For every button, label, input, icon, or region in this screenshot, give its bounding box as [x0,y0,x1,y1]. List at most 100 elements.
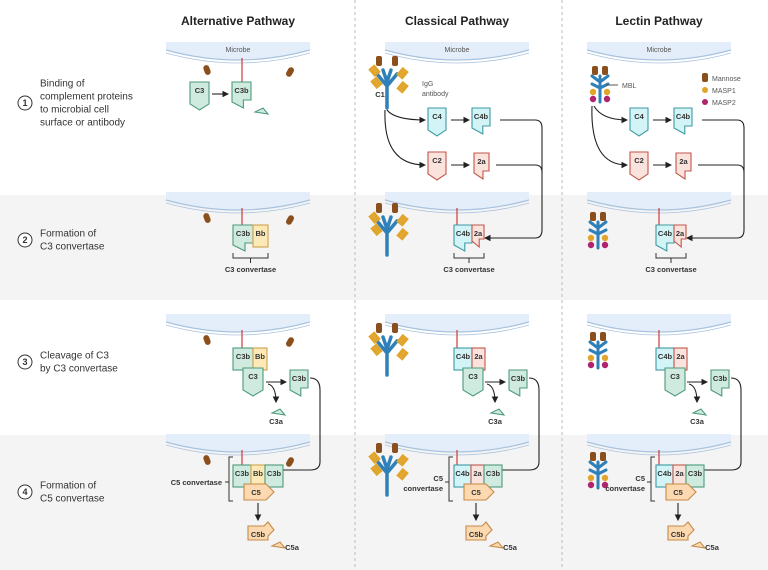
arrow [486,383,499,404]
protein-label: Bb [256,229,266,238]
convertase-bracket: C3 convertase [645,253,697,274]
legend-label: MASP1 [712,88,736,95]
protein-label: C4b [456,352,471,361]
step-number: 3 [22,357,27,367]
c3-convertase-label: C3 convertase [443,265,494,274]
step-number-circle [17,354,33,370]
protein-label: C4b [456,229,471,238]
protein-label: C2 [432,156,442,165]
legend-swatch [702,99,708,105]
protein-label: C5b [671,530,686,539]
c4b-protein: C4b [673,107,693,135]
protein-label: C3b [713,374,728,383]
c5a-label: C5a [705,543,720,552]
microbe-membrane: Microbe [165,42,311,64]
c2a-protein: 2a [473,152,490,181]
c5-convertase-bracket [225,456,233,502]
mannose-icon [203,65,211,75]
c3b-added: C3b [483,464,503,488]
step-text: Cleavage of C3 [40,351,109,362]
arrow [591,105,629,169]
protein-label: C2 [634,156,644,165]
protein-label: C3 [195,86,205,95]
c2a-in-convertase: 2a [471,224,485,249]
c2a-in-convertase: 2a [673,224,687,249]
protein-label: C3b [267,469,282,478]
protein-label: 2a [474,229,483,238]
c5a-label: C5a [503,543,518,552]
c3a-fragment [489,408,506,416]
c5b-protein: C5b [247,521,275,541]
c5a-fragment [690,541,707,549]
step-number-circle [17,232,33,248]
mannose-icon [203,335,211,345]
c2a-in-convertase: 2a [673,347,688,371]
arrow [688,383,701,404]
step-text: by C3 convertase [40,364,118,375]
protein-label: C3 [670,372,680,381]
microbe-membrane: Microbe [384,42,530,64]
step-number-circle [17,95,33,111]
c3b-added: C3b [264,464,284,488]
mbl-icon [589,66,611,104]
microbe-membrane: Microbe [586,42,732,64]
protein-label: C5 [471,488,481,497]
mannose-icon [286,337,294,347]
c2a-protein: 2a [675,152,692,181]
mbl-label: MBL [622,83,637,90]
c3-substrate: C3 [664,367,686,397]
step-text: C5 convertase [40,494,105,505]
protein-label: C3b [236,352,251,361]
c3b-added: C3b [685,464,705,488]
legend-swatch [702,87,708,93]
protein-label: 2a [676,352,685,361]
protein-label: C4 [432,112,442,121]
c5a-label: C5a [285,543,300,552]
c3b-released: C3b [710,369,730,397]
microbe-label: Microbe [226,47,251,54]
c4b-in-convertase: C4b [453,464,472,488]
c5-protein: C5 [463,483,495,501]
convertase-bracket: C3 convertase [443,253,495,274]
c4-protein: C4 [427,107,447,137]
c1-igg-antibody-icon [368,443,409,497]
igg-label: antibody [422,91,449,98]
protein-label: C3b [234,86,249,95]
c5-convertase-bracket [445,456,453,502]
c5-protein: C5 [243,483,275,501]
microbe-membrane [165,192,311,214]
c5b-protein: C5b [667,521,695,541]
c5-convertase-bracket [647,456,655,502]
protein-label: C3 [468,372,478,381]
c5-convertase-label: convertase [403,484,443,493]
protein-label: C4 [634,112,644,121]
protein-label: C4b [474,112,489,121]
c5b-protein: C5b [465,521,493,541]
c1-igg-antibody-icon [368,56,409,110]
c1-label: C1 [375,90,385,99]
column-title: Classical Pathway [405,14,509,28]
c3b-protein: C3b [231,81,252,109]
protein-label: C5 [673,488,683,497]
mbl-icon [587,332,609,370]
c2-protein: C2 [629,151,649,181]
c3a-fragment [270,408,287,416]
c3a-fragment [691,408,708,416]
c3a-label: C3a [488,417,503,426]
c2-protein: C2 [427,151,447,181]
legend-label: MASP2 [712,100,736,107]
step-number-circle [17,484,33,500]
arrow-c4b-to-convertase [483,119,543,242]
mannose-icon [203,213,211,223]
c4-protein: C4 [629,107,649,137]
protein-label: C5b [251,530,266,539]
c3-protein: C3 [189,81,210,111]
step-text: C3 convertase [40,242,105,253]
mannose-icon [286,67,294,77]
c3-substrate: C3 [242,367,264,397]
protein-label: 2a [473,469,482,478]
step-number: 1 [22,98,27,108]
arrow-c4b-to-convertase [685,119,745,242]
row-band-2 [0,195,768,300]
